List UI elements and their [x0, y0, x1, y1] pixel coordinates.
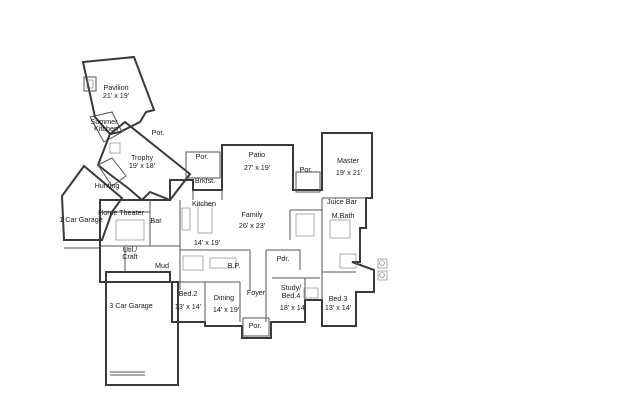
hunting-label: Hunting — [95, 181, 120, 190]
util-craft-label-2: Craft — [122, 252, 138, 261]
dining-dims: 14' x 19' — [213, 305, 240, 314]
family-label: Family — [241, 210, 263, 219]
pavilion-label: Pavilion — [103, 83, 128, 92]
bed-2-label: Bed.2 — [179, 289, 198, 298]
trophy-dims: 19' x 18' — [129, 161, 156, 170]
family-dims: 26' x 23' — [239, 221, 266, 230]
mud-label: Mud — [155, 261, 169, 270]
pwdr-label: Pdr. — [277, 254, 290, 263]
trophy-wing-walls — [96, 120, 192, 202]
study-label: Study/ — [281, 283, 301, 292]
summer-kitchen-label-2: Kitchen — [94, 124, 118, 133]
three-car-garage-label: 3 Car Garage — [109, 301, 153, 310]
patio-dims: 27' x 19' — [244, 163, 271, 172]
juice-bar-label: Juice Bar — [327, 197, 358, 206]
master-label: Master — [337, 156, 360, 165]
trophy-label: Trophy — [131, 153, 154, 162]
one-car-garage-walls — [60, 164, 124, 249]
one-car-garage-label: 1 Car Garage — [59, 215, 103, 224]
m-bath-label: M.Bath — [332, 211, 355, 220]
bar-label: Bar — [150, 216, 162, 225]
por-1-label: Por. — [152, 128, 165, 137]
master-dims: 19' x 21' — [336, 168, 363, 177]
util-craft-label: Util./ — [123, 245, 137, 254]
bed-3-label: Bed.3 — [329, 294, 348, 303]
kitchen-dims: 14' x 19' — [194, 238, 221, 247]
study-label-2: Bed.4 — [282, 291, 301, 300]
bed-2-dims: 13' x 14' — [175, 302, 202, 311]
home-theater-label: Home Theater — [98, 208, 144, 217]
three-car-garage-walls — [105, 271, 179, 386]
kitchen-label: Kitchen — [192, 199, 216, 208]
summer-kitchen-label: Summer — [90, 117, 118, 126]
foyer-label: Foyer — [247, 288, 266, 297]
interior-walls — [100, 190, 372, 322]
dining-label: Dining — [214, 293, 234, 302]
bed-3-dims: 13' x 14' — [325, 303, 352, 312]
por-3-label: Por. — [300, 165, 313, 174]
fixtures — [115, 204, 388, 299]
por-2-label: Por. — [196, 152, 209, 161]
room-labels: Pavilion 21' x 19' Summer Kitchen Por. T… — [59, 83, 363, 330]
pavilion-walls — [81, 55, 156, 143]
study-dims: 18' x 14' — [280, 303, 307, 312]
pavilion-dims: 21' x 19' — [103, 91, 130, 100]
patio-label: Patio — [249, 150, 265, 159]
por-4-label: Por. — [249, 321, 262, 330]
main-house-walls — [99, 132, 375, 339]
bp-label: B.P. — [228, 261, 241, 270]
porch-outlines — [185, 151, 321, 337]
brkfst-label: Brkfst. — [195, 176, 215, 185]
